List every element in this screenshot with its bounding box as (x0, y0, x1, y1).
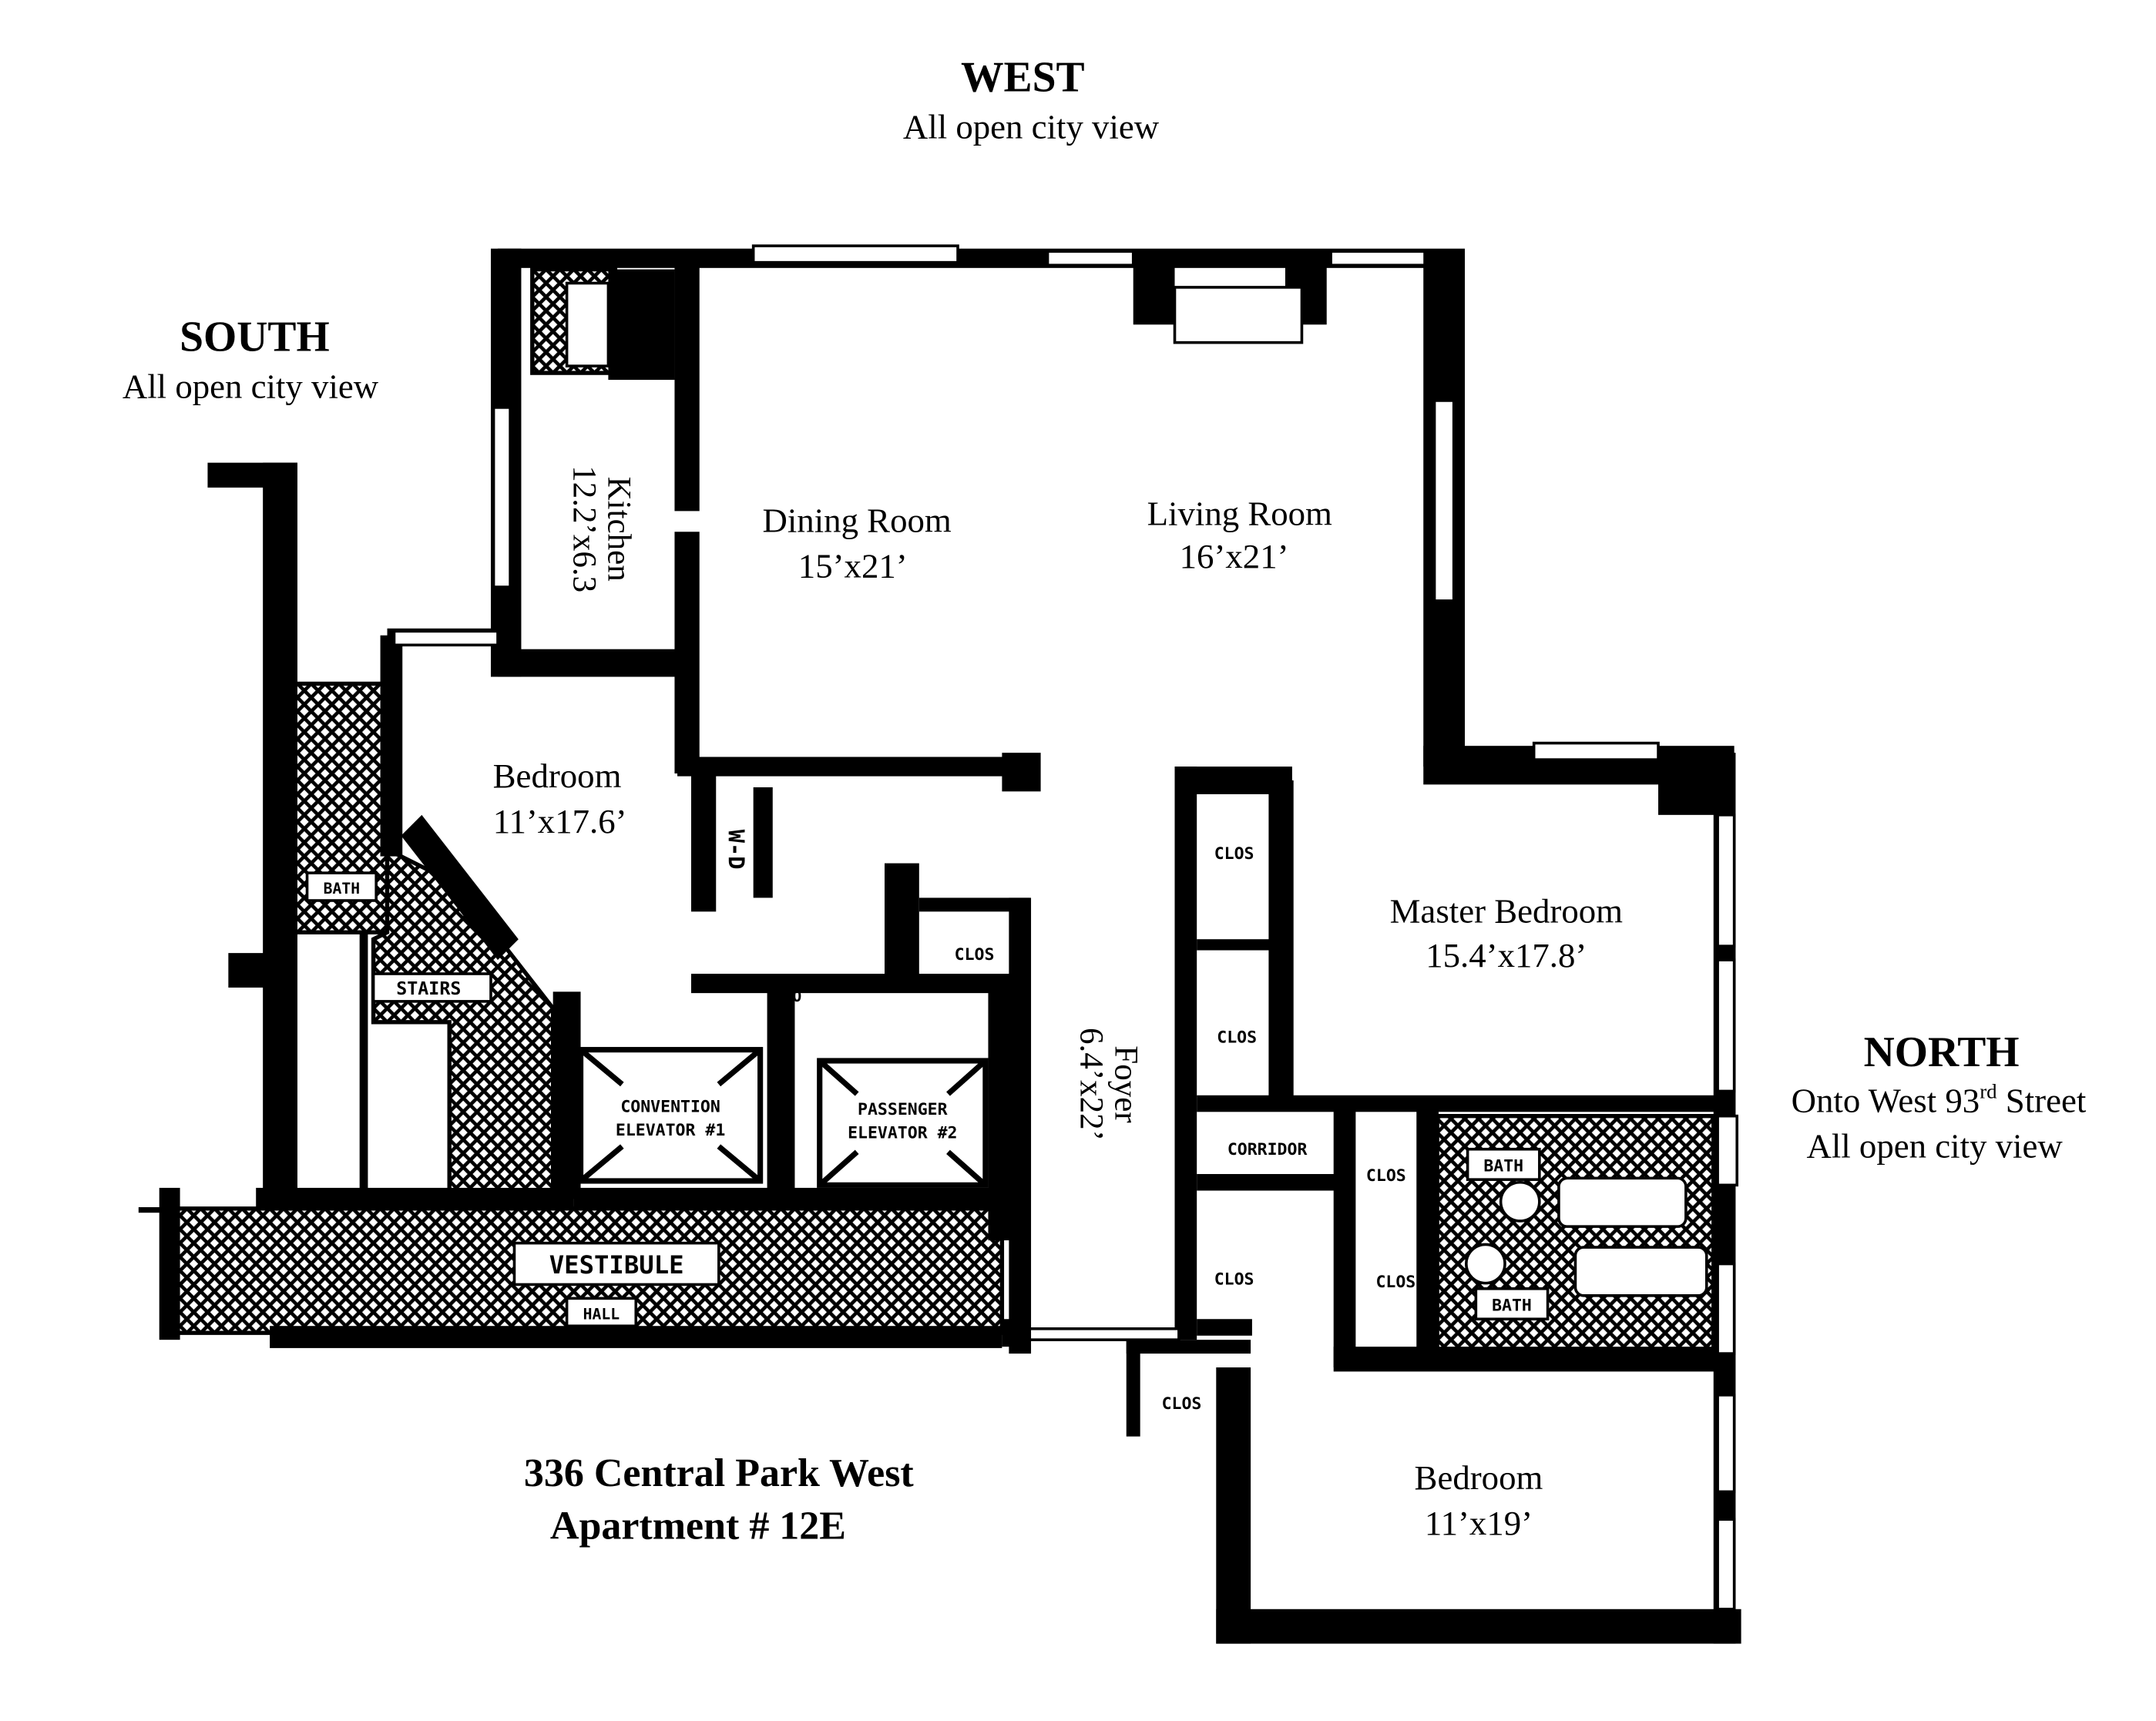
foyer-label: Foyer 6.4’x22’ (1073, 1028, 1144, 1141)
svg-text:All open city view: All open city view (123, 367, 379, 405)
kitchen-label: Kitchen 12.2’x6.3 (566, 465, 637, 592)
svg-text:Onto West 93rd Street: Onto West 93rd Street (1792, 1079, 2087, 1119)
stairs-label: STAIRS (396, 978, 461, 999)
svg-text:All open city view: All open city view (903, 107, 1160, 146)
svg-text:NORTH: NORTH (1864, 1028, 2020, 1076)
svg-text:6.4’x22’: 6.4’x22’ (1073, 1028, 1110, 1141)
svg-text:Apartment # 12E: Apartment # 12E (550, 1504, 846, 1548)
clos-label: CLOS (1214, 1270, 1254, 1289)
clos-label: CLOS (1162, 1394, 1202, 1414)
clos-label: CLOS (1375, 1273, 1416, 1292)
svg-text:Bedroom: Bedroom (1415, 1458, 1543, 1497)
wd-label: W-D (723, 830, 749, 870)
elevator-2: PASSENGER ELEVATOR #2 (817, 1058, 989, 1188)
svg-text:Master Bedroom: Master Bedroom (1390, 892, 1624, 931)
svg-text:Bedroom: Bedroom (493, 757, 622, 795)
svg-text:PASSENGER: PASSENGER (858, 1100, 948, 1119)
svg-text:Foyer: Foyer (1107, 1045, 1143, 1122)
svg-text:ELEVATOR #1: ELEVATOR #1 (616, 1121, 725, 1140)
clos-label: CLOS (1214, 844, 1254, 864)
clos-label: CLOS (1366, 1166, 1406, 1186)
svg-text:Dining Room: Dining Room (763, 501, 952, 539)
vestibule-label: VESTIBULE (549, 1250, 684, 1280)
svg-text:All open city view: All open city view (1806, 1126, 2063, 1165)
living-room-label: Living Room 16’x21’ (1147, 494, 1332, 575)
south-label: SOUTH All open city view (123, 313, 379, 405)
svg-text:15.4’x17.8’: 15.4’x17.8’ (1426, 936, 1587, 975)
svg-text:CONVENTION: CONVENTION (620, 1097, 720, 1116)
clos-label: CLOS (955, 945, 995, 964)
master-bedroom-label: Master Bedroom 15.4’x17.8’ (1390, 892, 1624, 975)
dining-room-label: Dining Room 15’x21’ (763, 501, 952, 585)
bath-label-kitchen: BATH (643, 307, 661, 343)
bath-label: BATH (1483, 1156, 1523, 1176)
svg-text:SOUTH: SOUTH (180, 313, 330, 361)
svg-text:Living Room: Living Room (1147, 494, 1332, 532)
bedroom-2-label: Bedroom 11’x19’ (1415, 1458, 1543, 1542)
svg-text:WEST: WEST (961, 53, 1085, 101)
bedroom-label: Bedroom 11’x17.6’ (493, 757, 627, 840)
svg-text:Kitchen: Kitchen (600, 477, 636, 582)
bath-label: BATH (1492, 1296, 1532, 1315)
svg-text:336 Central Park West: 336 Central Park West (524, 1451, 915, 1495)
clo-label: CLO (774, 988, 802, 1005)
clos-label: CLOS (1217, 1028, 1257, 1048)
bath-label-stair: BATH (324, 880, 361, 897)
svg-text:15’x21’: 15’x21’ (798, 546, 908, 585)
svg-text:11’x19’: 11’x19’ (1425, 1504, 1533, 1542)
svg-text:12.2’x6.3: 12.2’x6.3 (566, 465, 603, 592)
west-label: WEST All open city view (903, 53, 1160, 146)
address-label: 336 Central Park West Apartment # 12E (524, 1451, 915, 1548)
hall-label: HALL (583, 1305, 620, 1323)
svg-text:16’x21’: 16’x21’ (1180, 537, 1289, 575)
svg-text:11’x17.6’: 11’x17.6’ (493, 802, 627, 840)
elevator-1: CONVENTION ELEVATOR #1 (577, 1047, 764, 1184)
svg-text:ELEVATOR #2: ELEVATOR #2 (848, 1123, 957, 1142)
corridor-label: CORRIDOR (1227, 1140, 1308, 1159)
north-label: NORTH Onto West 93rd Street All open cit… (1792, 1028, 2087, 1165)
windows (392, 244, 1739, 1611)
